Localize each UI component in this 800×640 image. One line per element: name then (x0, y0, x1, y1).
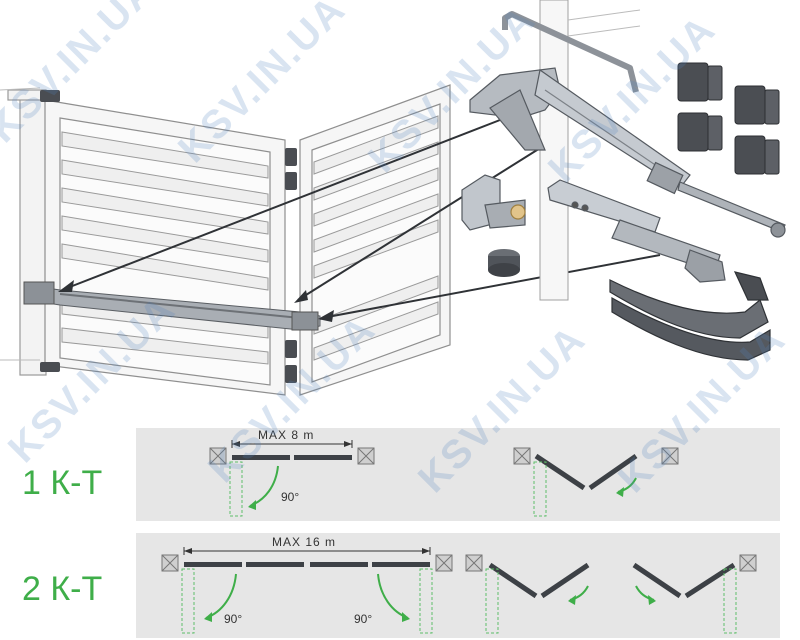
left-gate-slats (61, 131, 269, 365)
release-handle (502, 11, 639, 93)
kit2-angle-right: 90° (354, 612, 373, 626)
kit2-closed-diagram (161, 547, 453, 634)
kit1-open-diagram (513, 447, 679, 517)
kit1-closed-diagram (209, 440, 375, 517)
mount-bracket (461, 174, 526, 231)
hinges (40, 90, 297, 383)
kit2-max-span: MAX 16 m (272, 535, 337, 549)
kit1-label: 1 К-Т (22, 464, 103, 502)
kit1-max-span: MAX 8 m (258, 428, 315, 442)
pointer-arrows (61, 119, 661, 319)
arm-assembly-lower (547, 179, 726, 283)
curved-arm-pieces (609, 271, 771, 361)
kit1-angle: 90° (281, 490, 300, 504)
kit2-label: 2 К-Т (22, 570, 103, 608)
arm-assembly-upper (469, 67, 786, 238)
arrow-heads (58, 280, 334, 322)
kit2-open-diagram (465, 554, 757, 634)
right-gate-slats (313, 115, 439, 361)
end-cap (488, 249, 520, 277)
installed-folding-arm (23, 281, 321, 331)
gate-illustration (0, 0, 786, 396)
hinge-plates (677, 62, 780, 175)
kit2-angle-left: 90° (224, 612, 243, 626)
